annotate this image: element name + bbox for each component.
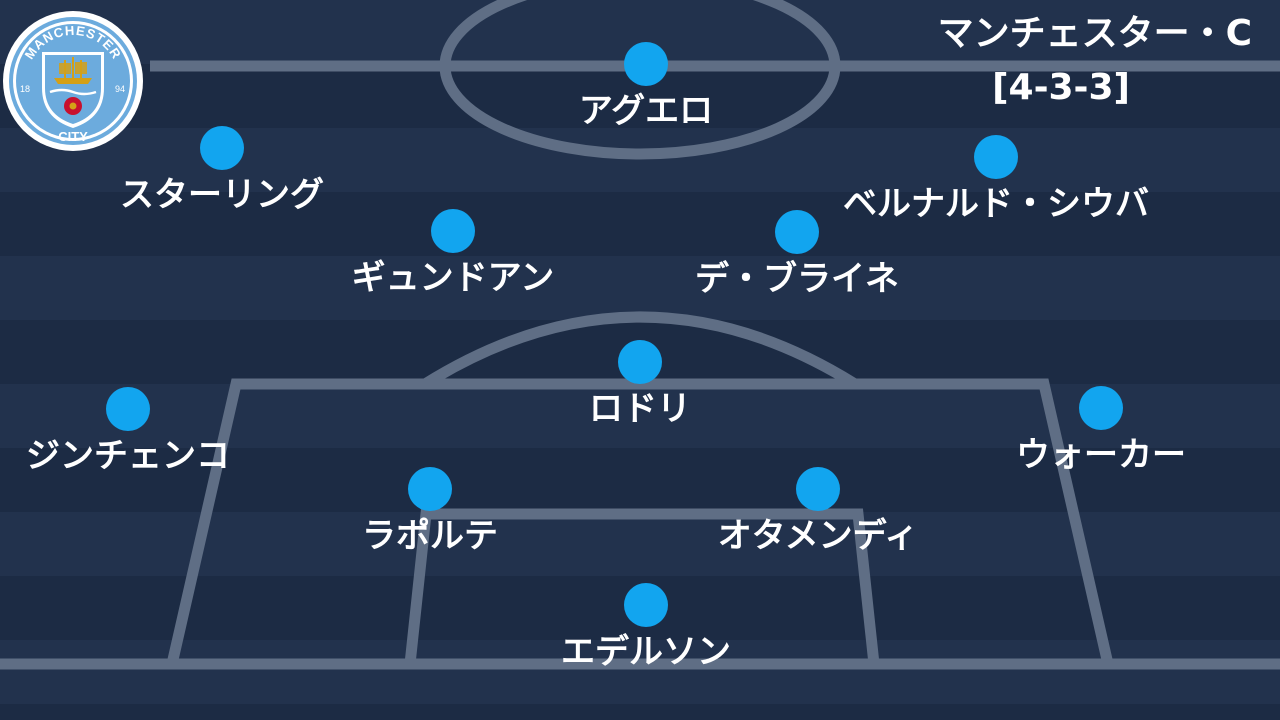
- player-right-wing[interactable]: ベルナルド・シウバ: [843, 135, 1149, 224]
- player-left-wing[interactable]: スターリング: [120, 126, 324, 215]
- player-dot: [408, 467, 452, 511]
- player-left-center-back[interactable]: ラポルテ: [362, 467, 498, 556]
- team-name: マンチェスター・C: [937, 13, 1252, 54]
- crest-year-left: 18: [20, 84, 30, 94]
- player-dot: [974, 135, 1018, 179]
- player-forward[interactable]: アグエロ: [579, 42, 713, 131]
- crest-bottom-text: CITY: [58, 129, 88, 144]
- player-dot: [431, 209, 475, 253]
- player-name: ジンチェンコ: [26, 436, 230, 476]
- player-name: ベルナルド・シウバ: [843, 184, 1149, 224]
- player-right-center-back[interactable]: オタメンディ: [718, 467, 918, 556]
- penalty-arc: [422, 311, 858, 389]
- player-dot: [624, 42, 668, 86]
- player-name: ラポルテ: [362, 516, 498, 556]
- player-name: デ・ブライネ: [695, 259, 899, 299]
- crest-year-right: 94: [115, 84, 125, 94]
- player-left-mid[interactable]: ギュンドアン: [352, 209, 554, 298]
- player-dot: [200, 126, 244, 170]
- player-dot: [106, 387, 150, 431]
- player-name: ロドリ: [589, 389, 691, 429]
- player-right-mid[interactable]: デ・ブライネ: [695, 210, 899, 299]
- club-crest-logo: MANCHESTER CITY 18 94: [3, 11, 143, 151]
- penalty-box: [166, 378, 1114, 666]
- player-dot: [1079, 386, 1123, 430]
- player-left-back[interactable]: ジンチェンコ: [26, 387, 230, 476]
- player-name: オタメンディ: [717, 516, 919, 556]
- player-dot: [624, 583, 668, 627]
- player-name: ウォーカー: [1016, 435, 1186, 475]
- player-name: アグエロ: [578, 91, 714, 131]
- player-goalkeeper[interactable]: エデルソン: [561, 583, 731, 672]
- player-name: エデルソン: [561, 632, 731, 672]
- player-right-back[interactable]: ウォーカー: [1016, 386, 1186, 475]
- player-dot: [618, 340, 662, 384]
- player-dot: [796, 467, 840, 511]
- formation-label: [4-3-3]: [992, 67, 1130, 108]
- player-dot: [775, 210, 819, 254]
- player-defensive-mid[interactable]: ロドリ: [589, 340, 691, 429]
- center-circle: [439, 0, 841, 160]
- goal-area: [404, 508, 880, 665]
- player-name: ギュンドアン: [351, 258, 555, 298]
- player-name: スターリング: [120, 175, 324, 215]
